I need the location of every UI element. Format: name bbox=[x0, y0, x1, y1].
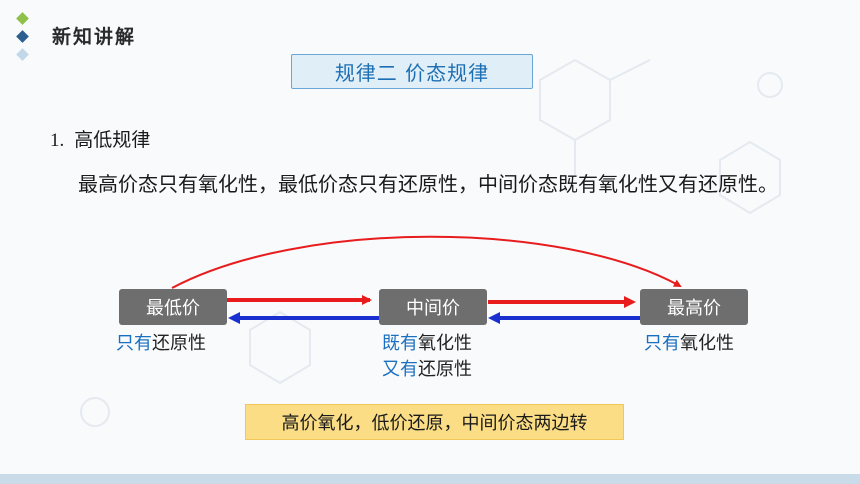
rule-title: 规律二 价态规律 bbox=[291, 54, 533, 89]
section-label: 新知讲解 bbox=[52, 26, 137, 48]
desc-text: 还原性 bbox=[152, 333, 206, 354]
highlight-text: 只有 bbox=[644, 333, 680, 354]
desc-text: 氧化性 bbox=[680, 333, 734, 354]
highest-valence-description: 只有氧化性 bbox=[644, 331, 734, 357]
light-diamond-icon bbox=[16, 48, 29, 61]
subheading-text: 高低规律 bbox=[74, 129, 151, 151]
lowest-valence-description: 只有还原性 bbox=[116, 331, 206, 357]
curved-red-arrow bbox=[171, 235, 682, 289]
green-diamond-icon bbox=[16, 12, 29, 25]
subheading-number: 1. bbox=[50, 130, 65, 151]
section-marker-icon bbox=[14, 12, 34, 64]
desc-text: 还原性 bbox=[418, 359, 472, 380]
highlight-text: 又有 bbox=[382, 359, 418, 380]
highlight-text: 既有 bbox=[382, 333, 418, 354]
desc-text: 氧化性 bbox=[418, 333, 472, 354]
highlight-text: 只有 bbox=[116, 333, 152, 354]
blue-diamond-icon bbox=[16, 30, 29, 43]
subheading: 1. 高低规律 bbox=[50, 125, 150, 152]
bottom-bar bbox=[0, 474, 860, 484]
node-lowest-valence: 最低价 bbox=[119, 289, 227, 325]
summary-box: 高价氧化，低价还原，中间价态两边转 bbox=[245, 404, 624, 440]
rule-paragraph: 最高价态只有氧化性，最低价态只有还原性，中间价态既有氧化性又有还原性。 bbox=[78, 172, 778, 196]
node-highest-valence: 最高价 bbox=[640, 289, 748, 325]
node-middle-valence: 中间价 bbox=[379, 289, 487, 325]
middle-valence-description: 既有氧化性 又有还原性 bbox=[382, 331, 472, 383]
